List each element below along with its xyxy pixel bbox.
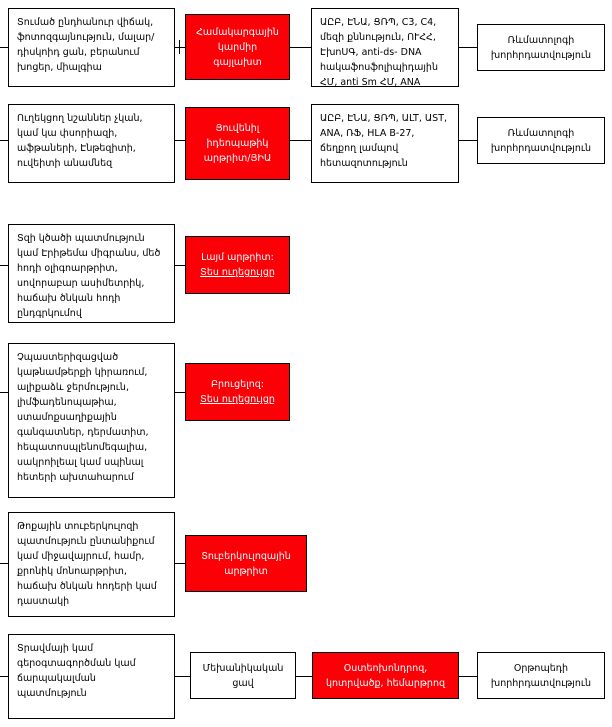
diagnosis-text-jia: Յուվենիլ իդեոպաթիկ արթրիտ/ՅԻԱ <box>203 123 272 164</box>
symptoms-text-sle: Տումած ընդհանուր վիճակ, ֆոտոզգայնություն… <box>17 17 155 73</box>
symptoms-box-mechanical: Տրավմայի կամ գերօգտագործման կամ ճարպակալ… <box>8 634 175 719</box>
connector-jia-tests-to-referral <box>459 140 477 141</box>
connector-row5-in <box>0 563 10 564</box>
connector-row2-in <box>0 140 10 141</box>
diagnosis-box-sle: Համակարգային կարմիր գայլախտ <box>185 14 290 80</box>
diagnosis-box-jia: Յուվենիլ իդեոպաթիկ արթրիտ/ՅԻԱ <box>185 107 290 180</box>
diagnosis-lyme-line2[interactable]: Տես ուղեցույցը <box>200 267 275 278</box>
connector-lyme-symptoms-to-diagnosis <box>175 265 185 266</box>
connector-tb-symptoms-to-diagnosis <box>175 563 185 564</box>
diagnosis-lyme-line1: Լայմ արթրիտ: <box>201 252 274 263</box>
symptoms-text-tb: Թոքային տուբերկուլոզի պատմություն ընտանի… <box>17 521 157 607</box>
referral-text-mechanical: Օրթոպեդի խորհրդատվություն <box>490 662 592 689</box>
diagnosis-brucellosis-line2[interactable]: Տես ուղեցույցը <box>200 394 275 405</box>
referral-text-sle: Ռևմատոլոգի խորհրդատվություն <box>490 34 592 61</box>
diagnosis-text-sle: Համակարգային կարմիր գայլախտ <box>196 26 279 68</box>
connector-row1-in <box>0 47 10 48</box>
symptoms-text-brucellosis: Չպաստերիզացված կաթնամթերքի կիրառում, ալի… <box>17 352 149 483</box>
connector-row6-in <box>0 676 10 677</box>
symptoms-box-brucellosis: Չպաստերիզացված կաթնամթերքի կիրառում, ալի… <box>8 343 175 498</box>
connector-row3-in <box>0 265 10 266</box>
diagnosis-box-mechanical: Օստեոխոնդրոզ, կոտրվածք, հեմարթրոզ <box>312 652 459 699</box>
referral-box-mechanical: Օրթոպեդի խորհրդատվություն <box>477 652 605 699</box>
referral-text-jia: Ռևմատոլոգի խորհրդատվություն <box>490 127 592 154</box>
connector-mechanical-symptoms-to-pain <box>175 676 190 677</box>
connector-jia-symptoms-to-diagnosis <box>175 140 185 141</box>
symptoms-box-lyme: Տզի կծածի պատմություն կամ Էրիթեմա միգրան… <box>8 224 175 323</box>
symptoms-text-jia: Ուղեկցող նշաններ չկան, կամ կա փսորիազի, … <box>17 113 143 169</box>
tests-box-jia: ԱԸԲ, ԷՆԱ, ՑՌՊ, ԱLT, ԱST, ANA, ՌՖ, HLA B-… <box>311 104 459 183</box>
tests-text-jia: ԱԸԲ, ԷՆԱ, ՑՌՊ, ԱLT, ԱST, ANA, ՌՖ, HLA B-… <box>320 113 448 169</box>
pain-type-text-mechanical: Մեխանիկական ցավ <box>202 662 284 689</box>
connector-sle-diagnosis-to-tests <box>290 47 311 48</box>
connector-sle-vertical <box>179 40 180 54</box>
diagnosis-box-lyme: Լայմ արթրիտ: Տես ուղեցույցը <box>185 236 290 294</box>
diagnosis-text-tb: Տուբերկուլոզային արթրիտ <box>201 550 291 577</box>
referral-box-sle: Ռևմատոլոգի խորհրդատվություն <box>477 24 605 71</box>
connector-sle-symptoms-to-diagnosis <box>175 47 185 48</box>
pain-type-box-mechanical: Մեխանիկական ցավ <box>190 652 296 699</box>
connector-mechanical-pain-to-diagnosis <box>296 676 312 677</box>
diagnosis-text-lyme: Լայմ արթրիտ: Տես ուղեցույցը <box>194 250 281 280</box>
connector-sle-tests-to-referral <box>459 47 477 48</box>
symptoms-box-jia: Ուղեկցող նշաններ չկան, կամ կա փսորիազի, … <box>8 104 175 183</box>
connector-row4-in <box>0 392 10 393</box>
diagnosis-text-mechanical: Օստեոխոնդրոզ, կոտրվածք, հեմարթրոզ <box>325 662 445 689</box>
tests-box-sle: ԱԸԲ, ԷՆԱ, ՑՌՊ, C3, C4, մեզի քննություն, … <box>311 8 459 87</box>
connector-mechanical-diagnosis-to-referral <box>459 676 477 677</box>
diagnosis-brucellosis-line1: Բրուցելոզ: <box>211 379 264 390</box>
diagnosis-box-brucellosis: Բրուցելոզ: Տես ուղեցույցը <box>185 363 290 421</box>
symptoms-text-lyme: Տզի կծածի պատմություն կամ Էրիթեմա միգրան… <box>17 233 161 319</box>
symptoms-text-mechanical: Տրավմայի կամ գերօգտագործման կամ ճարպակալ… <box>17 643 136 699</box>
connector-brucellosis-symptoms-to-diagnosis <box>175 392 185 393</box>
symptoms-box-tb: Թոքային տուբերկուլոզի պատմություն ընտանի… <box>8 512 175 617</box>
symptoms-box-sle: Տումած ընդհանուր վիճակ, ֆոտոզգայնություն… <box>8 8 175 87</box>
referral-box-jia: Ռևմատոլոգի խորհրդատվություն <box>477 117 605 164</box>
connector-jia-diagnosis-to-tests <box>290 140 311 141</box>
diagnosis-text-brucellosis: Բրուցելոզ: Տես ուղեցույցը <box>194 377 281 407</box>
diagnosis-box-tb: Տուբերկուլոզային արթրիտ <box>185 535 307 592</box>
tests-text-sle: ԱԸԲ, ԷՆԱ, ՑՌՊ, C3, C4, մեզի քննություն, … <box>320 17 438 87</box>
